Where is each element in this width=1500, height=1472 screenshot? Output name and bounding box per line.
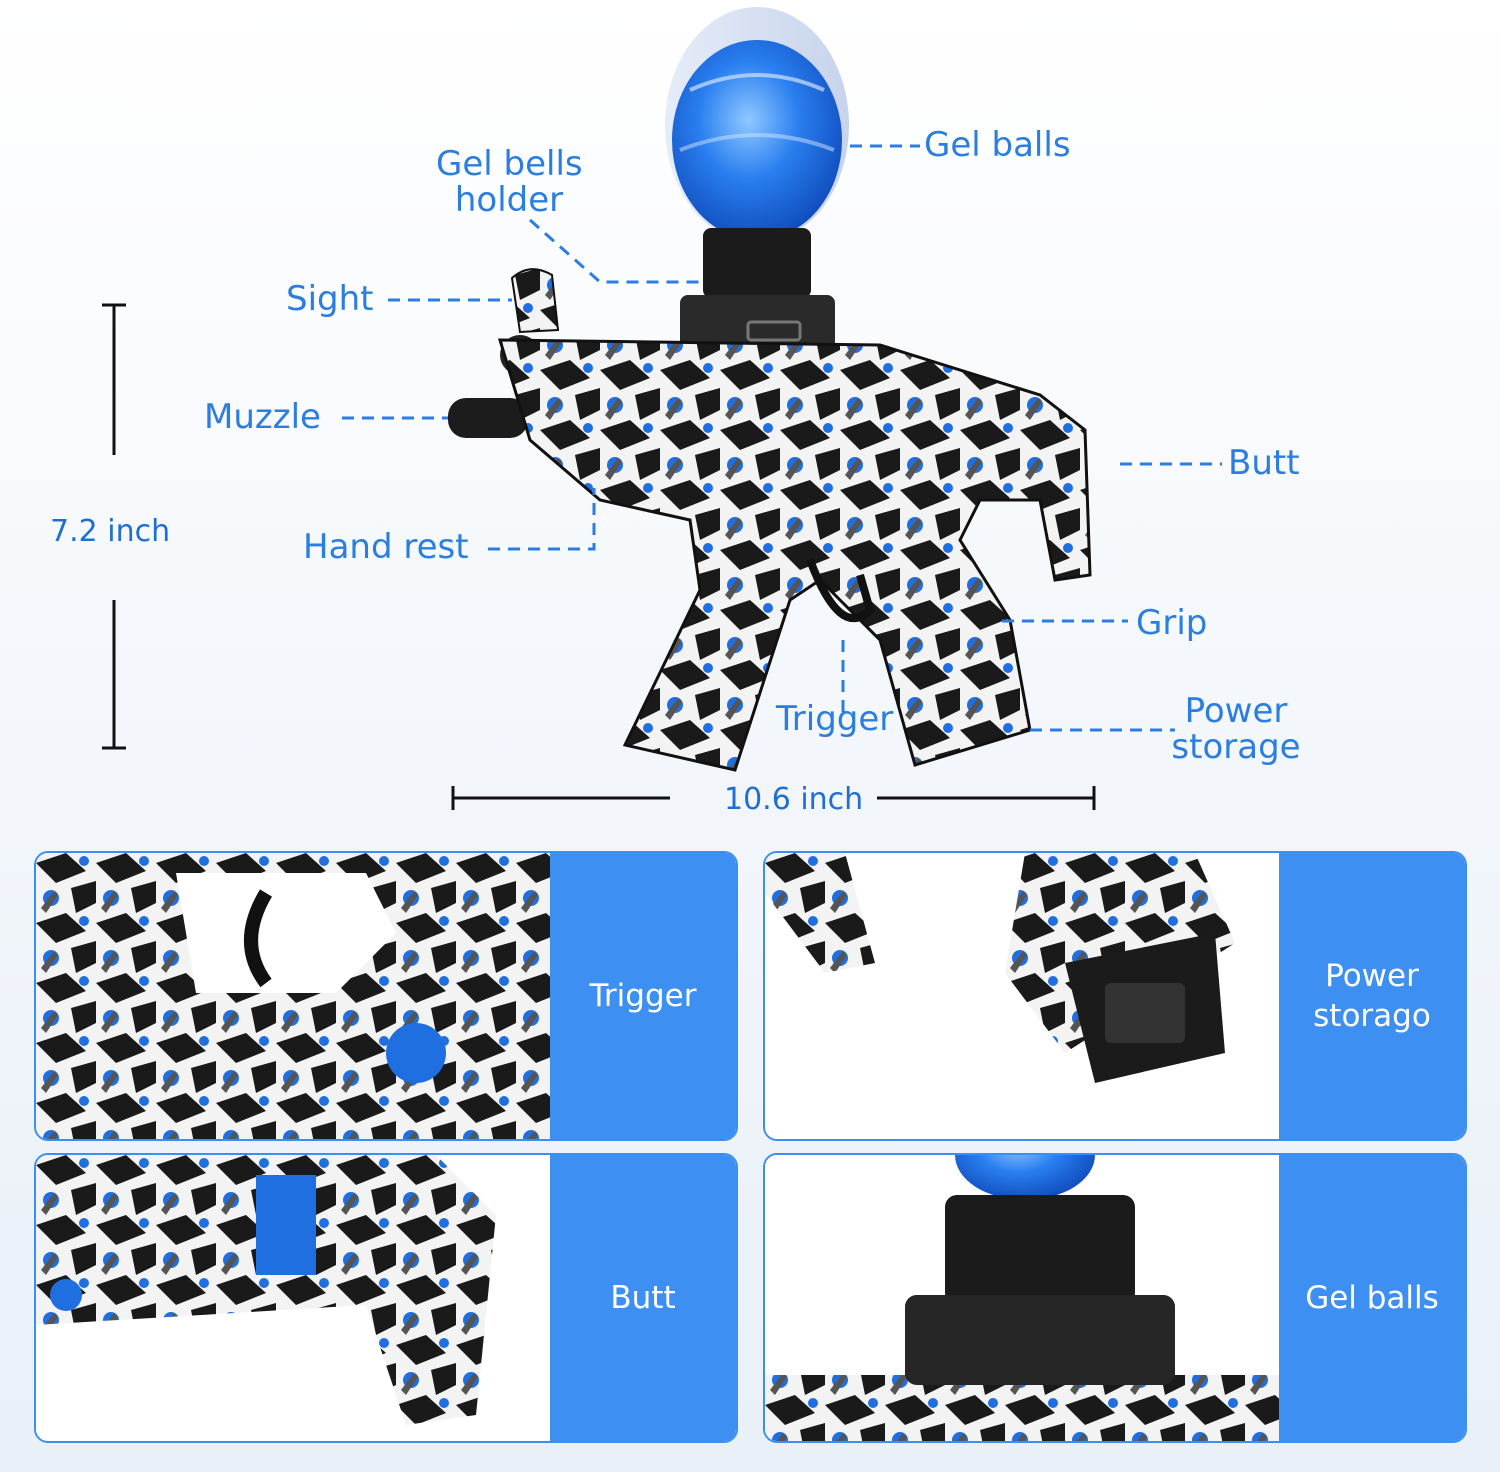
- panel-power-storage-label-box: Power storago: [1279, 853, 1465, 1139]
- panel-gel-balls-label-box: Gel balls: [1279, 1155, 1465, 1441]
- label-grip: Grip: [1136, 603, 1208, 643]
- label-gel-bells-holder: Gel bells holder: [436, 144, 583, 220]
- panel-butt-label-box: Butt: [550, 1155, 736, 1441]
- callout-lines: [342, 144, 1222, 732]
- label-trigger: Trigger: [776, 699, 894, 739]
- label-hand-rest: Hand rest: [303, 527, 469, 567]
- panel-trigger-label-box: Trigger: [550, 853, 736, 1139]
- label-butt: Butt: [1228, 443, 1300, 483]
- label-power-storage-line1: Power: [1184, 691, 1288, 731]
- panel-power-storage-label: Power storago: [1313, 957, 1431, 1034]
- label-power-storage-line2: storage: [1171, 727, 1301, 767]
- label-muzzle: Muzzle: [204, 397, 321, 437]
- power-storage-detail-photo: [765, 853, 1279, 1139]
- gun-diagram: [102, 7, 1222, 810]
- panel-gel-balls-label: Gel balls: [1305, 1279, 1439, 1316]
- gun-body-icon: [448, 268, 1092, 772]
- label-gel-bells-holder-line2: holder: [454, 180, 564, 220]
- panel-butt-label: Butt: [610, 1279, 676, 1316]
- gel-balls-detail-photo: [765, 1155, 1279, 1441]
- dimension-lines: [102, 303, 1096, 810]
- label-sight: Sight: [286, 279, 374, 319]
- dimension-width: 10.6 inch: [724, 782, 864, 817]
- label-gel-bells-holder-line1: Gel bells: [436, 144, 583, 184]
- panel-trigger-label: Trigger: [589, 977, 697, 1014]
- label-gel-balls: Gel balls: [924, 125, 1071, 165]
- label-power-storage: Power storage: [1166, 694, 1306, 764]
- panel-trigger: Trigger: [34, 851, 738, 1141]
- panel-gel-balls: Gel balls: [763, 1153, 1467, 1443]
- gel-ball-container: [665, 7, 849, 243]
- butt-detail-photo: [36, 1155, 550, 1441]
- holder-icon: [680, 228, 835, 350]
- dimension-height: 7.2 inch: [50, 514, 171, 549]
- trigger-detail-photo: [36, 853, 550, 1139]
- panel-butt: Butt: [34, 1153, 738, 1443]
- panel-power-storage: Power storago: [763, 851, 1467, 1141]
